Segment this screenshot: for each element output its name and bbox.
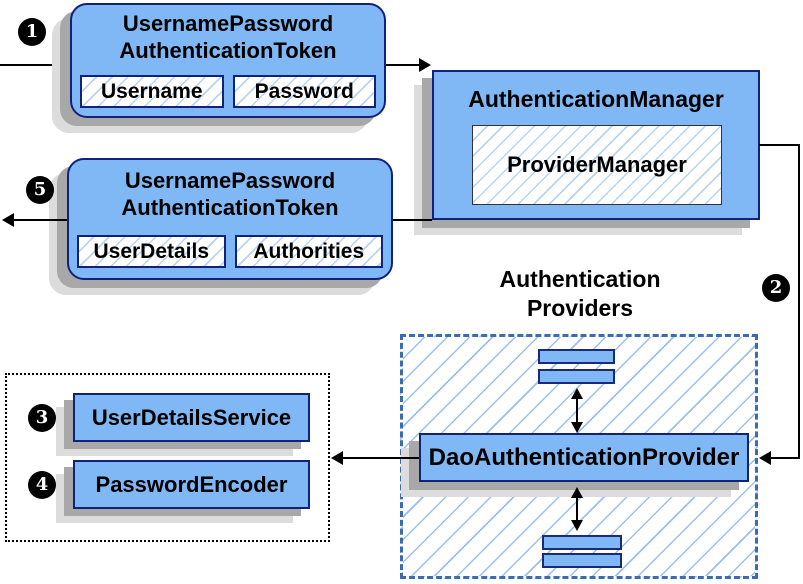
flow-line-request-in — [0, 64, 70, 66]
flow-line-manager-to-token — [393, 219, 432, 221]
response-token-fields: UserDetails Authorities — [77, 235, 383, 268]
user-details-service-box: UserDetailsService — [73, 393, 310, 442]
provider-stack-top-2 — [538, 369, 615, 384]
response-token-title: UsernamePassword AuthenticationToken — [69, 167, 391, 221]
response-token-title-line1: UsernamePassword — [124, 168, 336, 193]
flow-line-response-out — [12, 219, 67, 221]
flow-line-dao-to-services — [342, 457, 419, 459]
password-field: Password — [232, 75, 376, 108]
userdetails-field: UserDetails — [77, 235, 226, 268]
step-badge-1: 1 — [18, 18, 46, 46]
providers-heading: Authentication Providers — [455, 265, 705, 323]
flow-line-step2-top — [759, 144, 800, 146]
arrow-down-icon — [571, 422, 583, 433]
response-token-title-line2: AuthenticationToken — [121, 195, 339, 220]
flow-line-token-to-manager — [386, 64, 420, 66]
arrow-left-icon — [2, 213, 14, 227]
step-badge-3: 3 — [28, 404, 56, 432]
request-token-box: UsernamePassword AuthenticationToken Use… — [70, 3, 386, 118]
step-badge-4: 4 — [28, 471, 56, 499]
provider-stack-bottom-2 — [542, 553, 622, 568]
double-arrow-top-line — [576, 396, 578, 426]
arrow-left-icon — [331, 451, 343, 465]
dao-authentication-provider-box: DaoAuthenticationProvider — [419, 433, 749, 482]
double-arrow-bottom-line — [576, 495, 578, 523]
arrow-up-icon — [571, 388, 583, 399]
request-token-title: UsernamePassword AuthenticationToken — [72, 10, 384, 64]
request-token-title-line2: AuthenticationToken — [119, 38, 337, 63]
arrow-down-icon — [571, 520, 583, 531]
authentication-manager-box: AuthenticationManager ProviderManager — [432, 70, 760, 220]
request-token-title-line1: UsernamePassword — [122, 11, 334, 36]
request-token-fields: Username Password — [80, 75, 376, 108]
flow-line-step2-down — [798, 144, 800, 459]
arrow-right-icon — [419, 58, 431, 72]
providers-heading-line1: Authentication — [499, 266, 661, 292]
step-badge-2: 2 — [762, 274, 790, 302]
authorities-field: Authorities — [234, 235, 383, 268]
providers-heading-line2: Providers — [526, 295, 634, 321]
provider-manager-box: ProviderManager — [472, 125, 722, 205]
arrow-left-icon — [759, 451, 771, 465]
provider-stack-top-1 — [538, 349, 615, 364]
password-encoder-box: PasswordEncoder — [73, 460, 310, 509]
step-badge-5: 5 — [26, 176, 54, 204]
response-token-box: UsernamePassword AuthenticationToken Use… — [67, 158, 393, 280]
authentication-manager-title: AuthenticationManager — [468, 86, 724, 112]
username-field: Username — [80, 75, 224, 108]
flow-line-step2-in — [770, 457, 800, 459]
arrow-up-icon — [571, 487, 583, 498]
provider-stack-bottom-1 — [542, 535, 622, 550]
